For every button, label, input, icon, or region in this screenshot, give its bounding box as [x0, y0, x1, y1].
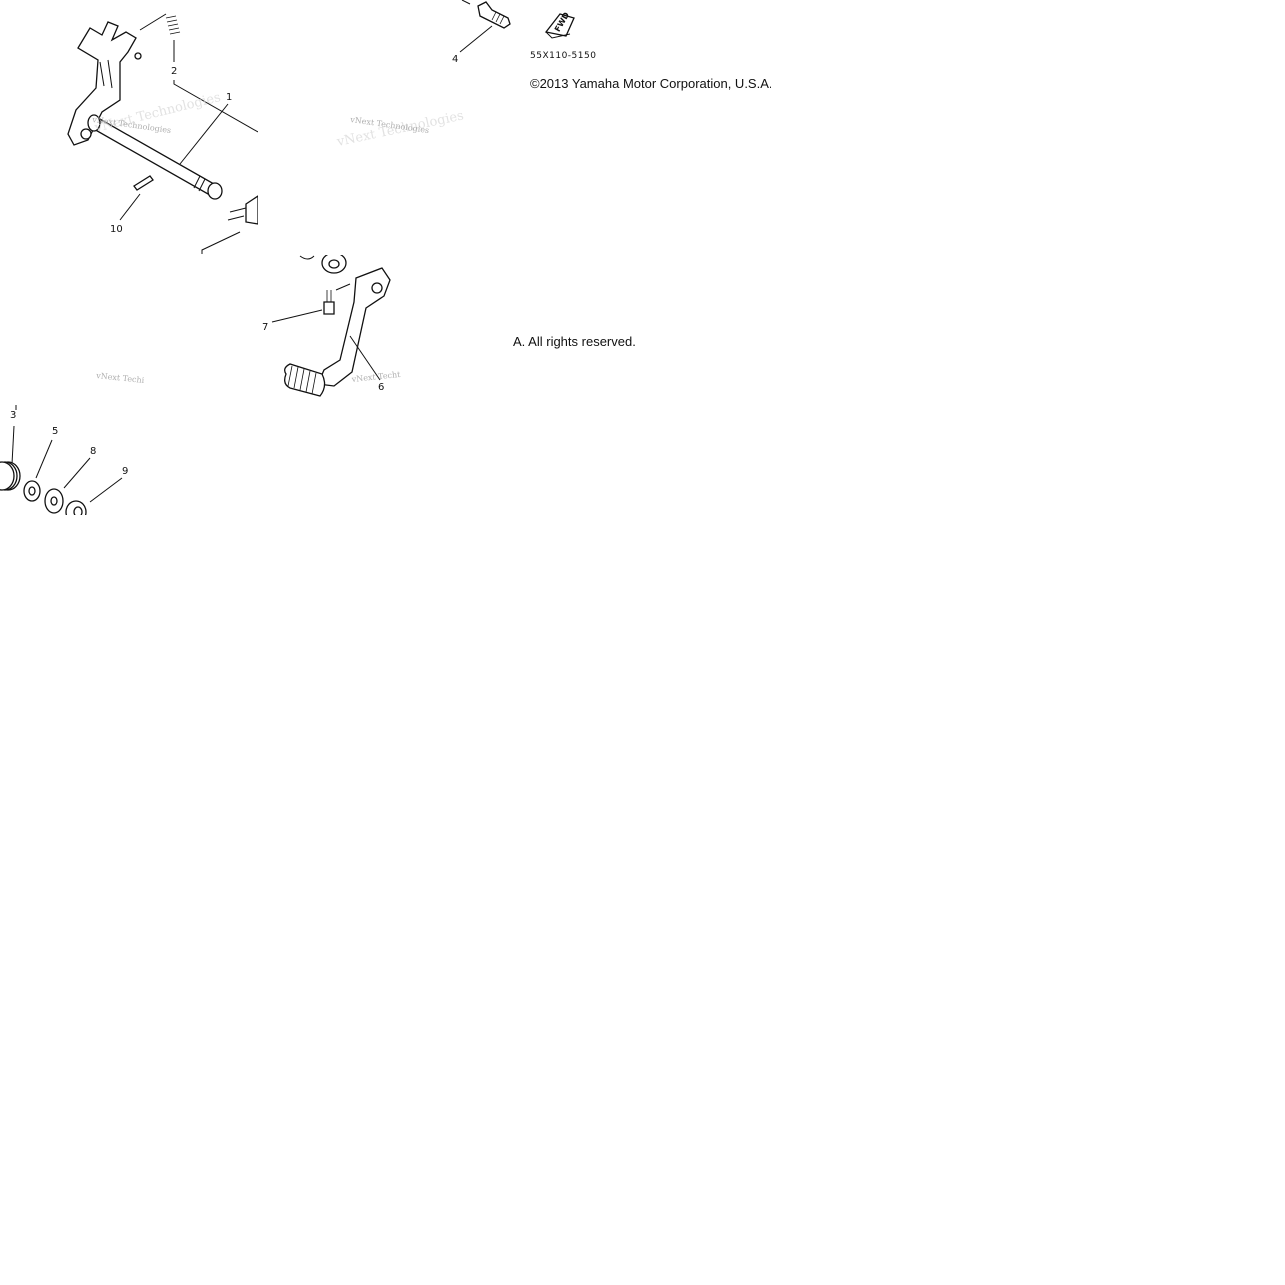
bolt-4-group: 4 — [452, 0, 511, 65]
shift-arm-part — [67, 21, 137, 146]
callout-5: 5 — [52, 426, 58, 437]
watermark-text-pedal: vNext Techt — [350, 370, 401, 384]
callout-4: 4 — [452, 54, 458, 65]
spring-washer-group: 3 5 8 9 — [0, 405, 128, 515]
copyright-notice-continued: A. All rights reserved. — [513, 334, 636, 349]
callout-2: 2 — [171, 66, 177, 77]
callout-6: 6 — [378, 382, 384, 393]
oil-seal-part-9 — [65, 500, 87, 515]
copyright-notice: ©2013 Yamaha Motor Corporation, U.S.A. A… — [530, 76, 771, 91]
shift-shaft-group: 2 1 10 vNext Technologies vNext Technolo… — [67, 13, 258, 254]
watermark-text-3: vNext Techi — [95, 371, 145, 385]
shift-pedal-group: 7 6 vNext Techt — [262, 255, 402, 397]
callout-9: 9 — [122, 466, 128, 477]
washer-part-8 — [44, 488, 64, 514]
callout-10: 10 — [110, 224, 123, 235]
return-spring-part-3 — [0, 461, 21, 491]
callout-7: 7 — [262, 322, 268, 333]
callout-3: 3 — [10, 410, 16, 421]
part-code: 55X110-5150 — [530, 51, 596, 61]
callout-8: 8 — [90, 446, 96, 457]
dowel-pin-part — [133, 175, 154, 191]
fwd-arrow-mark: FWD — [544, 10, 575, 39]
bolt-part-4 — [477, 1, 511, 29]
collar-part-5 — [23, 480, 41, 502]
shift-pedal-part — [317, 267, 391, 387]
callout-1: 1 — [226, 92, 232, 103]
spring-part-2 — [139, 13, 181, 35]
